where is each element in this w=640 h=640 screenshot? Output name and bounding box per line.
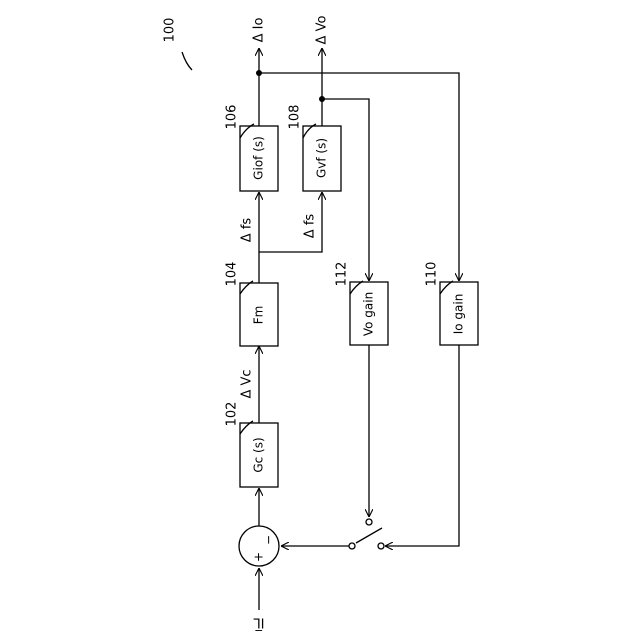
delta-io-label: Δ Io — [252, 18, 267, 43]
switch-common-contact — [349, 543, 355, 549]
fm-block-label: Fm — [252, 306, 266, 325]
input-signal-label: IL̅ — [253, 615, 265, 631]
io-gain-block-label: Io gain — [452, 294, 466, 335]
ref-108: 108 — [288, 105, 303, 130]
plus-sign: + — [252, 552, 266, 562]
ref-110: 110 — [425, 262, 440, 287]
gvf-block-label: Gvf (s) — [315, 138, 329, 178]
minus-sign: − — [262, 535, 276, 545]
delta-fs-label-1: Δ fs — [240, 218, 255, 243]
io-branch-dot — [256, 70, 262, 76]
vo-branch-dot — [319, 96, 325, 102]
vo-gain-block-label: Vo gain — [362, 292, 376, 336]
ref-106: 106 — [225, 105, 240, 130]
switch-contact-io — [378, 543, 384, 549]
ref-104: 104 — [225, 262, 240, 287]
ref-112: 112 — [335, 262, 350, 287]
io-gain-output-line — [385, 345, 459, 546]
giof-block-label: Giof (s) — [252, 136, 266, 180]
delta-vc-label: Δ Vc — [240, 369, 255, 398]
ref-100: 100 — [163, 18, 178, 43]
delta-fs-label-2: Δ fs — [303, 214, 318, 239]
switch-contact-vo — [366, 519, 372, 525]
switch-lever[interactable] — [356, 528, 382, 543]
delta-vo-label: Δ Vo — [315, 16, 330, 45]
ref-100-arrow — [182, 52, 192, 70]
ref-102: 102 — [225, 402, 240, 427]
io-feedback-line — [259, 73, 459, 281]
gc-block-label: Gc (s) — [252, 437, 266, 472]
